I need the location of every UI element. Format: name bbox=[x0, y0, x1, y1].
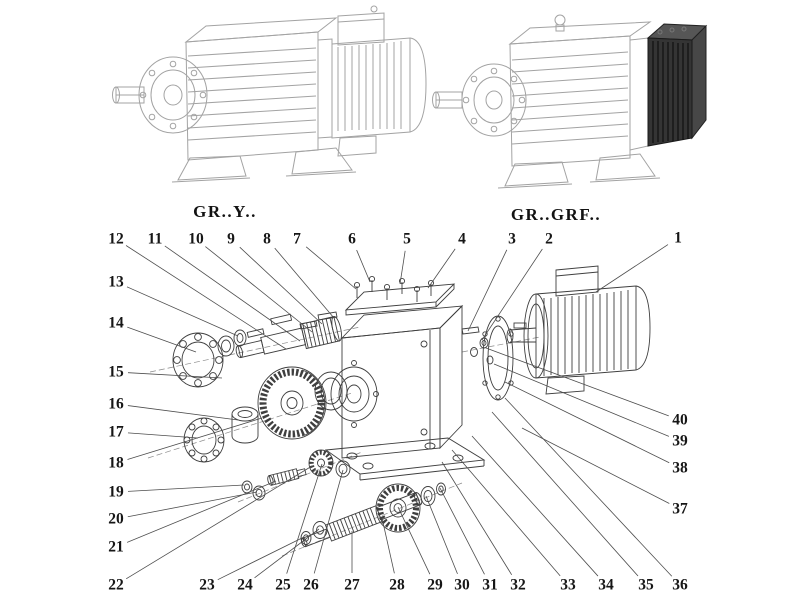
part-callout-36: 36 bbox=[672, 576, 688, 594]
input-bearings-and-rings bbox=[172, 329, 259, 463]
part-callout-34: 34 bbox=[598, 576, 614, 594]
part-callout-16: 16 bbox=[108, 395, 124, 413]
part-callout-35: 35 bbox=[638, 576, 654, 594]
part-callout-13: 13 bbox=[108, 273, 124, 291]
part-callout-3: 3 bbox=[508, 230, 516, 248]
part-callout-18: 18 bbox=[108, 454, 124, 472]
part-callout-24: 24 bbox=[237, 576, 253, 594]
part-callout-22: 22 bbox=[108, 576, 124, 594]
part-callout-8: 8 bbox=[263, 230, 271, 248]
part-callout-39: 39 bbox=[672, 432, 688, 450]
part-callout-15: 15 bbox=[108, 363, 124, 381]
gearbox-housing bbox=[324, 275, 486, 481]
motor-side-small-parts bbox=[461, 326, 494, 365]
electric-motor bbox=[506, 265, 651, 395]
intermediate-gear-large bbox=[257, 366, 327, 440]
small-gear-cluster bbox=[308, 449, 351, 478]
part-callout-37: 37 bbox=[672, 500, 688, 518]
part-callout-38: 38 bbox=[672, 459, 688, 477]
part-callout-32: 32 bbox=[510, 576, 526, 594]
part-callout-2: 2 bbox=[545, 230, 553, 248]
series-title-gr-y: GR..Y.. bbox=[193, 202, 257, 221]
output-shaft-assembly bbox=[300, 482, 446, 548]
part-callout-23: 23 bbox=[199, 576, 215, 594]
part-callout-9: 9 bbox=[227, 230, 235, 248]
leader-lines bbox=[125, 244, 673, 581]
cover-bolts bbox=[353, 275, 435, 302]
part-callout-40: 40 bbox=[672, 411, 688, 429]
part-callout-7: 7 bbox=[293, 230, 301, 248]
input-pinion-shaft bbox=[235, 313, 342, 359]
part-callout-5: 5 bbox=[403, 230, 411, 248]
part-callout-4: 4 bbox=[458, 230, 466, 248]
part-callout-31: 31 bbox=[482, 576, 498, 594]
part-callout-14: 14 bbox=[108, 314, 124, 332]
part-callout-25: 25 bbox=[275, 576, 291, 594]
part-callout-10: 10 bbox=[188, 230, 204, 248]
gr-grf-assembly-drawing bbox=[432, 14, 708, 189]
part-callout-26: 26 bbox=[303, 576, 319, 594]
series-title-gr-grf: GR..GRF.. bbox=[510, 205, 602, 224]
part-callout-1: 1 bbox=[674, 229, 682, 247]
part-callout-21: 21 bbox=[108, 538, 124, 556]
gr-y-assembly-drawing bbox=[112, 5, 427, 183]
part-callout-30: 30 bbox=[454, 576, 470, 594]
part-callout-11: 11 bbox=[147, 230, 163, 248]
part-callout-19: 19 bbox=[108, 483, 124, 501]
intermediate-ring bbox=[314, 371, 348, 411]
part-callout-29: 29 bbox=[427, 576, 443, 594]
part-callout-33: 33 bbox=[560, 576, 576, 594]
exploded-view-drawing bbox=[147, 265, 651, 557]
part-callout-6: 6 bbox=[348, 230, 356, 248]
part-callout-12: 12 bbox=[108, 230, 124, 248]
part-callout-17: 17 bbox=[108, 423, 124, 441]
part-callout-27: 27 bbox=[344, 576, 360, 594]
part-callout-28: 28 bbox=[389, 576, 405, 594]
part-callout-20: 20 bbox=[108, 510, 124, 528]
